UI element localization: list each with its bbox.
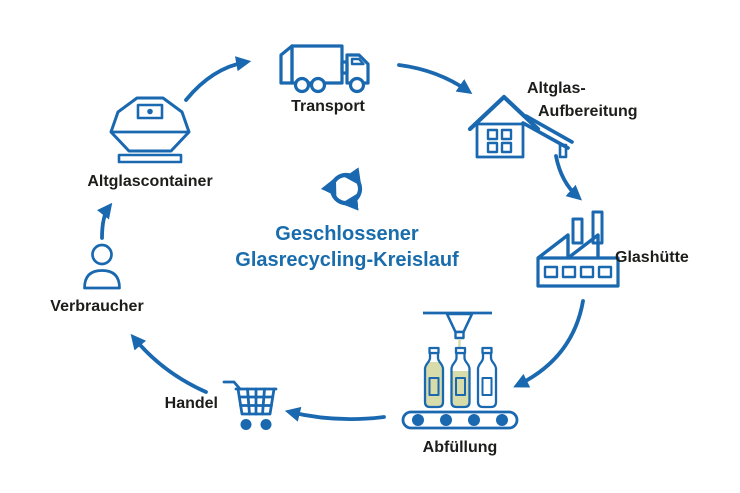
arrow-glashuette-to-abfuellung [513,299,585,388]
shopping-cart-icon [222,380,278,430]
diagram-title-line2: Glasrecycling-Kreislauf [235,249,459,271]
arrow-verbraucher-to-container [96,202,113,240]
diagram-title-line1: Geschlossener [275,223,419,245]
arrow-aufbereitung-to-glashuette [554,154,582,201]
factory-icon [536,210,620,288]
person-icon [83,243,121,290]
glass-container-icon [109,96,191,164]
label-aufbereitung: Altglas- Aufbereitung [527,77,638,123]
label-glashuette: Glashütte [615,249,689,266]
label-aufbereitung-line1: Altglas- [527,80,586,97]
arrow-handel-to-verbraucher [130,333,208,394]
label-handel: Handel [164,395,218,412]
arrow-abfuellung-to-handel [284,406,386,422]
label-altglascontainer: Altglascontainer [87,173,213,190]
label-transport: Transport [291,98,365,115]
bottling-line-icon [401,311,519,430]
label-verbraucher: Verbraucher [50,298,144,315]
label-abfuellung: Abfüllung [422,439,498,456]
arrow-transport-to-aufbereitung [397,63,473,95]
recycle-arrows-icon [320,167,363,211]
diagram-title: Geschlossener Glasrecycling-Kreislauf [222,221,472,273]
label-aufbereitung-line2: Aufbereitung [538,103,638,120]
garbage-truck-icon [279,44,370,94]
recycling-facility-house-icon [467,94,574,159]
arrow-container-to-transport [184,56,252,102]
